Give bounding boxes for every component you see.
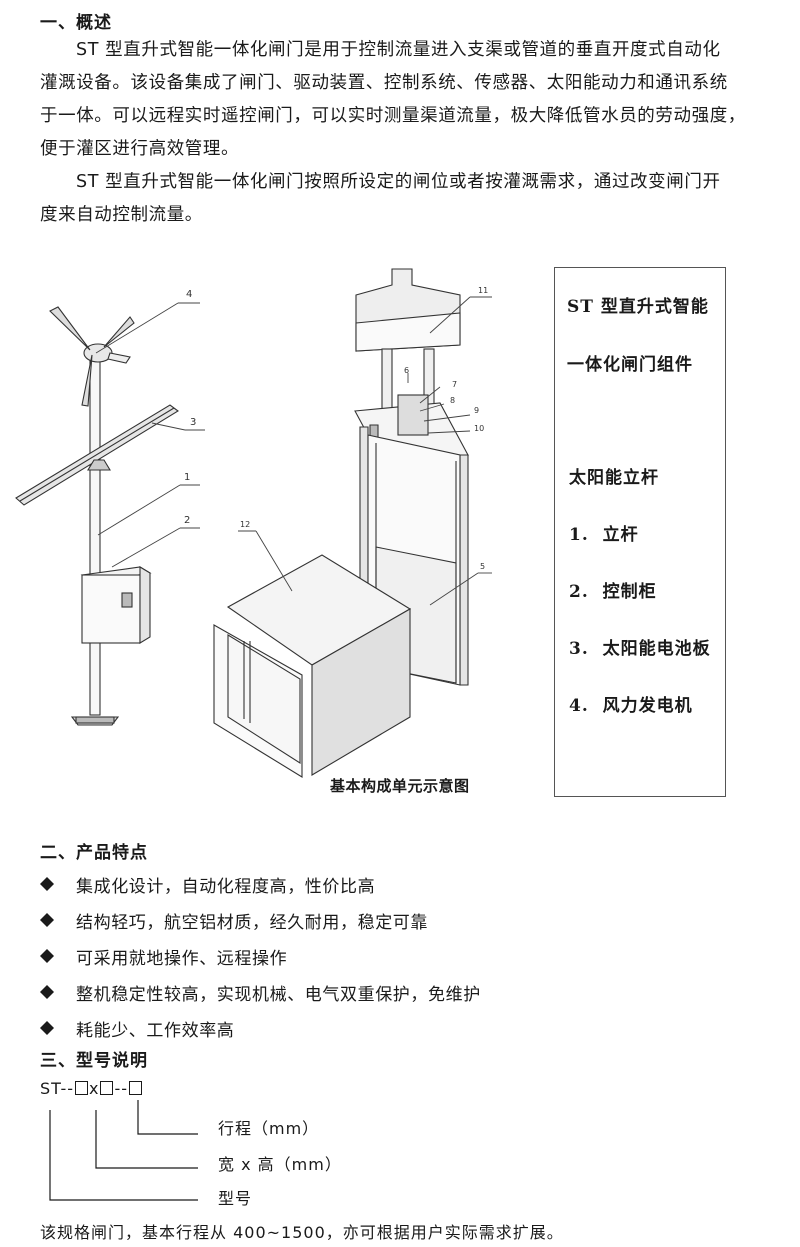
feature-item: 集成化设计，自动化程度高，性价比高 [40,866,780,902]
model-code-dash: -- [114,1079,129,1098]
legend-item: 2. 控制柜 [569,582,657,602]
diamond-bullet-icon [40,913,54,927]
model-bracket-lines [49,1100,198,1201]
feature-text: 结构轻巧，航空铝材质，经久耐用，稳定可靠 [76,912,428,933]
feature-item: 可采用就地操作、远程操作 [40,938,780,974]
para1-line3: 于一体。可以远程实时遥控闸门，可以实时测量渠道流量，极大降低管水员的劳动强度， [40,106,746,126]
para1-line4: 便于灌区进行高效管理。 [40,139,240,159]
feature-text: 整机稳定性较高，实现机械、电气双重保护，免维护 [76,984,481,1005]
legend-box: ST 型直升式智能 一体化闸门组件 太阳能立杆 1. 立杆 2. 控制柜 3. … [554,267,726,797]
section2-heading: 二、产品特点 [40,843,148,863]
feature-text: 耗能少、工作效率高 [76,1020,235,1041]
diamond-bullet-icon [40,949,54,963]
diamond-bullet-icon [40,1021,54,1035]
feature-text: 集成化设计，自动化程度高，性价比高 [76,876,376,897]
legend-subtitle: 太阳能立杆 [569,468,659,488]
model-code: ST-- x -- [40,1079,143,1098]
model-code-x: x [89,1079,100,1098]
callout-8: 8 [450,396,455,405]
para1-line1: ST 型直升式智能一体化闸门是用于控制流量进入支渠或管道的垂直开度式自动化 [76,40,721,60]
spec-note: 该规格闸门，基本行程从 400~1500，亦可根据用户实际需求扩展。 [40,1223,564,1242]
section1-body: ST 型直升式智能一体化闸门是用于控制流量进入支渠或管道的垂直开度式自动化 灌溉… [40,34,800,232]
model-code-prefix: ST-- [40,1079,75,1098]
placeholder-box-icon [100,1081,114,1095]
callout-2: 2 [184,515,190,526]
para2-line1: ST 型直升式智能一体化闸门按照所设定的闸位或者按灌溉需求，通过改变闸门开 [76,172,721,192]
callout-9: 9 [474,406,479,415]
callout-1: 1 [184,472,190,483]
feature-item: 结构轻巧，航空铝材质，经久耐用，稳定可靠 [40,902,780,938]
para1-line2: 灌溉设备。该设备集成了闸门、驱动装置、控制系统、传感器、太阳能动力和通讯系统 [40,73,728,93]
callout-4: 4 [186,289,192,300]
feature-text: 可采用就地操作、远程操作 [76,948,288,969]
label-stroke: 行程（mm） [218,1119,320,1138]
legend-item: 1. 立杆 [569,525,639,545]
legend-title-line2: 一体化闸门组件 [567,355,693,375]
section1-heading: 一、概述 [40,13,112,33]
callout-10: 10 [474,424,484,433]
callout-5: 5 [480,562,485,571]
diagram-caption: 基本构成单元示意图 [330,777,470,795]
callout-11: 11 [478,286,488,295]
feature-list: 集成化设计，自动化程度高，性价比高 结构轻巧，航空铝材质，经久耐用，稳定可靠 可… [40,866,780,1046]
gate-illustration [213,268,469,778]
callout-7: 7 [452,380,457,389]
callout-6: 6 [404,366,409,375]
feature-item: 整机稳定性较高，实现机械、电气双重保护，免维护 [40,974,780,1010]
callout-3: 3 [190,417,196,428]
feature-item: 耗能少、工作效率高 [40,1010,780,1046]
diamond-bullet-icon [40,985,54,999]
placeholder-box-icon [129,1081,143,1095]
solar-pole-illustration [15,306,179,726]
callout-12: 12 [240,520,250,529]
callout-lines [95,296,492,606]
legend-item: 4. 风力发电机 [569,696,693,716]
component-diagram: 4 3 1 2 11 6 7 8 9 10 5 12 [15,268,492,778]
diamond-bullet-icon [40,877,54,891]
para2-line2: 度来自动控制流量。 [40,205,203,225]
label-size: 宽 x 高（mm） [218,1155,342,1174]
placeholder-box-icon [75,1081,89,1095]
legend-item: 3. 太阳能电池板 [569,639,711,659]
section3-heading: 三、型号说明 [40,1051,148,1071]
label-type: 型号 [218,1189,253,1208]
legend-title-line1: ST 型直升式智能 [567,297,709,317]
